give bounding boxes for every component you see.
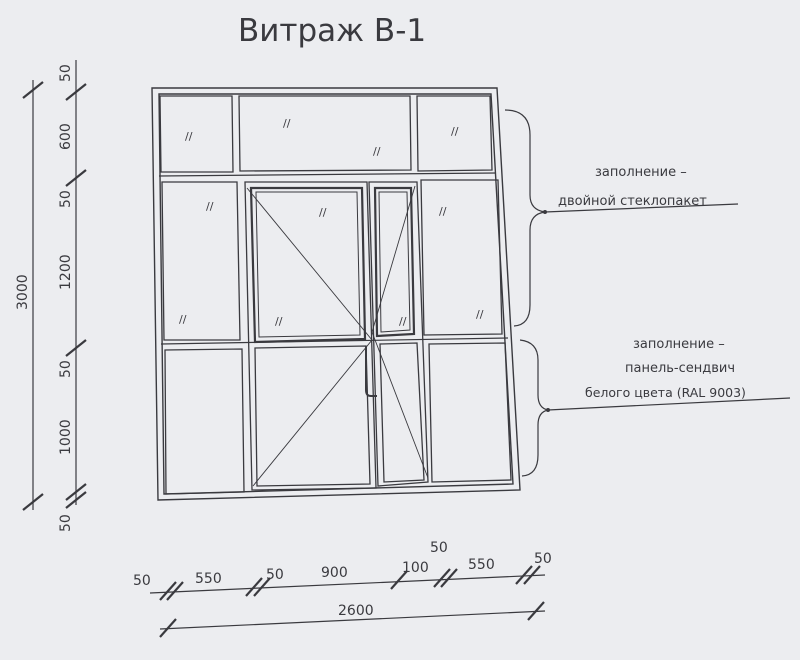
dim-label-h: 100 xyxy=(402,560,429,576)
dim-tick xyxy=(440,568,458,588)
glass-mark: // xyxy=(373,145,381,158)
door-main-glass-inner xyxy=(255,191,361,338)
door-side-glass-inner xyxy=(378,191,411,333)
dim-tick xyxy=(22,81,44,99)
horizontal-dimension-lines xyxy=(149,565,546,638)
dim-label-h-total: 2600 xyxy=(338,603,374,619)
upper-leader-dot xyxy=(543,210,547,214)
glass-mark: // xyxy=(319,206,327,219)
upper-transom-line xyxy=(158,172,497,177)
door-side-swing-lines xyxy=(371,185,429,479)
glazing-marks: // // // // // // // // // // // xyxy=(179,117,484,328)
door-side-glass xyxy=(373,186,416,338)
dim-tick xyxy=(527,601,545,621)
upper-brace xyxy=(504,109,546,327)
dim-label-h: 50 xyxy=(266,567,284,583)
lower-leader-dot xyxy=(546,408,550,412)
glass-mark: // xyxy=(206,200,214,213)
door xyxy=(244,181,429,491)
panels xyxy=(159,95,512,495)
panel-middle-right xyxy=(420,179,503,336)
dim-tick xyxy=(166,581,184,601)
door-handle xyxy=(365,346,377,397)
horizontal-chain-line xyxy=(149,574,546,594)
door-main-swing-lines xyxy=(246,187,373,487)
transoms xyxy=(158,172,509,345)
glass-mark: // xyxy=(275,315,283,328)
door-main-glass xyxy=(249,186,367,344)
dim-tick xyxy=(515,565,533,585)
dim-label-h: 50 xyxy=(534,551,552,567)
lower-callout-line3: белого цвета (RAL 9003) xyxy=(585,385,746,400)
dim-label-h: 50 xyxy=(133,573,151,589)
drawing-title: Витраж В-1 xyxy=(238,13,426,49)
dim-tick xyxy=(433,568,451,588)
dim-label-v: 50 xyxy=(58,190,74,208)
dim-label-v: 1200 xyxy=(58,254,74,290)
door-side-leaf xyxy=(368,181,429,487)
dim-label-v: 50 xyxy=(58,360,74,378)
dim-tick xyxy=(159,581,177,601)
door-main-leaf xyxy=(244,181,377,491)
glass-mark: // xyxy=(399,315,407,328)
dim-tick xyxy=(523,565,541,585)
dim-tick xyxy=(159,618,177,638)
dim-label-v: 1000 xyxy=(58,419,74,455)
dim-tick xyxy=(65,169,87,187)
dim-tick xyxy=(245,577,263,597)
door-main-panel xyxy=(254,345,371,487)
door-side-panel xyxy=(379,342,425,483)
glass-mark: // xyxy=(439,205,447,218)
lower-callout-line2: панель-сендвич xyxy=(625,361,735,376)
glass-mark: // xyxy=(179,313,187,326)
dim-tick xyxy=(65,339,87,357)
panel-top-right xyxy=(416,95,493,172)
dim-tick xyxy=(390,570,408,590)
glass-mark: // xyxy=(476,308,484,321)
glass-mark: // xyxy=(451,125,459,138)
panel-middle-left xyxy=(161,181,241,341)
lower-leader-line xyxy=(547,397,791,411)
horizontal-dimension-labels: 50 550 50 900 100 50 550 50 2600 xyxy=(133,540,552,619)
lower-brace xyxy=(519,339,549,477)
lower-transom-line xyxy=(160,337,509,345)
dim-label-h: 900 xyxy=(321,565,348,581)
vertical-dimension-labels: 50 600 50 1200 50 1000 50 3000 xyxy=(15,64,74,532)
panel-top-left xyxy=(159,95,234,173)
dim-tick xyxy=(65,483,87,501)
dim-label-v: 600 xyxy=(58,123,74,150)
dim-label-h: 550 xyxy=(195,571,222,587)
dim-tick xyxy=(22,493,44,511)
callout-texts: заполнение – двойной стеклопакет заполне… xyxy=(558,165,746,400)
vertical-dimension-lines xyxy=(22,60,87,511)
upper-callout-line2: двойной стеклопакет xyxy=(558,194,707,209)
upper-callout-line1: заполнение – xyxy=(595,165,687,180)
dim-label-v: 50 xyxy=(58,514,74,532)
frame-outer-edge xyxy=(151,87,521,501)
upper-leader-line xyxy=(544,203,739,213)
dim-label-h: 50 xyxy=(430,540,448,556)
glass-mark: // xyxy=(185,130,193,143)
panel-bottom-right xyxy=(428,342,512,483)
frame-inner-edge xyxy=(158,93,514,495)
dim-tick xyxy=(65,83,87,101)
panel-bottom-left xyxy=(164,348,245,495)
dim-tick xyxy=(253,577,271,597)
horizontal-total-line xyxy=(159,610,546,630)
lower-callout-line1: заполнение – xyxy=(633,337,725,352)
dim-label-v-total: 3000 xyxy=(15,274,31,310)
glass-mark: // xyxy=(283,117,291,130)
dim-label-v: 50 xyxy=(58,64,74,82)
dim-tick xyxy=(65,491,87,509)
panel-top-middle xyxy=(238,95,412,172)
window-frame xyxy=(151,87,521,501)
dim-label-h: 550 xyxy=(468,557,495,573)
